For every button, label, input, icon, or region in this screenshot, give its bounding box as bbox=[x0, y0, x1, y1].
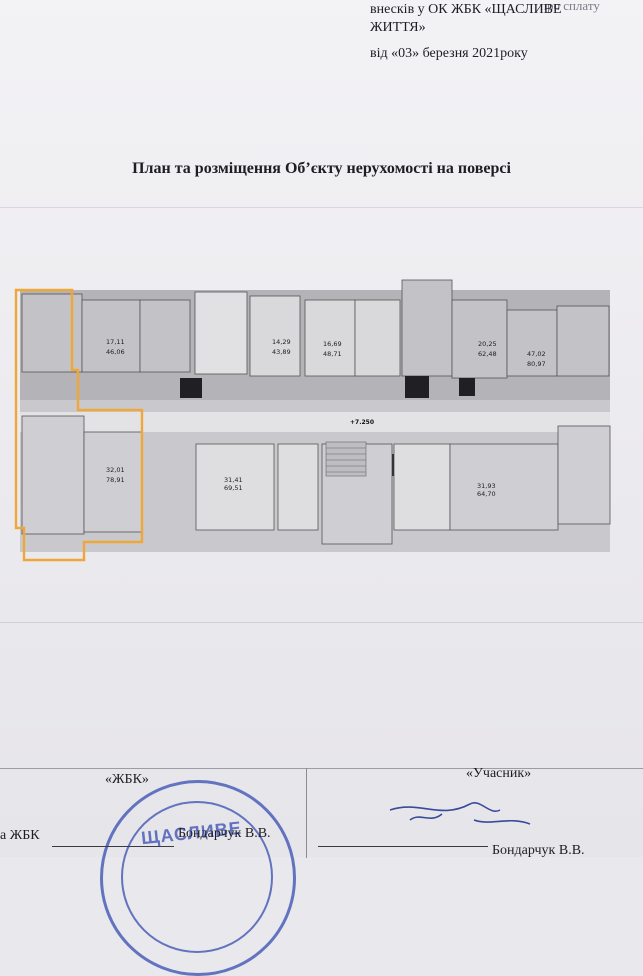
signature-divider bbox=[0, 768, 643, 769]
header-line: ЖИТТЯ» bbox=[370, 20, 426, 35]
apt-area: 64,70 bbox=[477, 490, 496, 498]
left-signatory-name: Бондарчук В.В. bbox=[178, 826, 271, 841]
apt-area: 31,93 bbox=[477, 482, 496, 490]
header-date: від «03» березня 2021року bbox=[370, 46, 528, 61]
right-signatory-name: Бондарчук В.В. bbox=[492, 843, 585, 858]
floor-plan: 17,11 46,06 14,29 43,89 16,69 48,71 20,2… bbox=[10, 266, 615, 566]
apt-area: 47,02 bbox=[527, 350, 546, 358]
page-fold bbox=[0, 207, 643, 208]
party-right-title: «Учасник» bbox=[466, 766, 532, 781]
apt-area: 78,91 bbox=[106, 476, 125, 484]
floor-plan-drawing: 17,11 46,06 14,29 43,89 16,69 48,71 20,2… bbox=[14, 279, 611, 562]
apt-area: 20,25 bbox=[478, 340, 497, 348]
handwritten-signature bbox=[389, 801, 531, 825]
page-fold bbox=[0, 622, 643, 623]
apt-area: 14,29 bbox=[272, 338, 291, 346]
header-line: внесків у ОК ЖБК «ЩАСЛИВЕ bbox=[370, 2, 562, 17]
apt-area: 43,89 bbox=[272, 348, 291, 356]
left-role: а ЖБК bbox=[0, 828, 40, 843]
apt-area: 32,01 bbox=[106, 466, 125, 474]
apt-area: 16,69 bbox=[323, 340, 342, 348]
apt-area: 62,48 bbox=[478, 350, 497, 358]
signature-line bbox=[52, 846, 174, 847]
document-title: План та розміщення Об’єкту нерухомості н… bbox=[132, 160, 511, 177]
apt-area: 48,71 bbox=[323, 350, 342, 358]
signature-line bbox=[318, 846, 488, 847]
apartment-labels: 17,11 46,06 14,29 43,89 16,69 48,71 20,2… bbox=[106, 338, 546, 498]
apt-area: 46,06 bbox=[106, 348, 125, 356]
floor-elevation: +7.250 bbox=[350, 419, 374, 426]
corridor bbox=[20, 412, 610, 432]
apt-area: 17,11 bbox=[106, 338, 125, 346]
apt-area: 31,41 bbox=[224, 476, 243, 484]
apt-area: 80,97 bbox=[527, 360, 546, 368]
highlighted-apartment bbox=[14, 288, 144, 562]
apt-area: 69,51 bbox=[224, 484, 243, 492]
party-left-title: «ЖБК» bbox=[105, 772, 149, 787]
signature-column-divider bbox=[306, 768, 307, 858]
organization-stamp: ЩАСЛИВЕ bbox=[100, 780, 296, 976]
header-fragment: про сплату bbox=[540, 0, 600, 13]
